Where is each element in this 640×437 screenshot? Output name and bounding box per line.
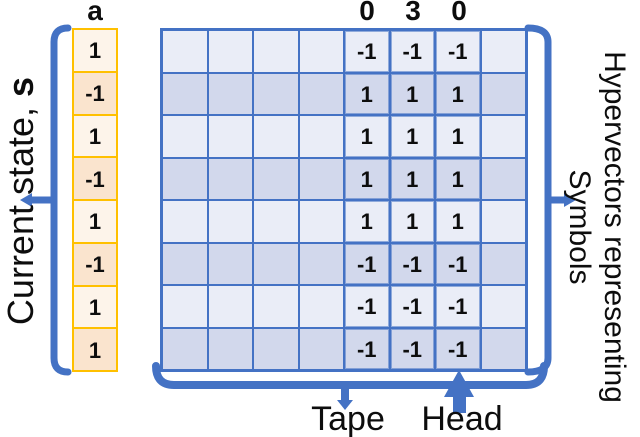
tape-cell-r4-c4 (299, 158, 343, 199)
head-arrow-icon (444, 370, 474, 413)
tape-cell-r6-c7: -1 (436, 243, 480, 284)
tape-cell-r1-c3 (254, 31, 298, 72)
tape-cell-r6-c6: -1 (390, 243, 434, 284)
tape-cell-r2-c3 (254, 73, 298, 114)
tape-cell-r6-c2 (208, 243, 252, 284)
bottom-curly-brace (152, 362, 548, 410)
symbols-label-line-1: Hypervectors representing (598, 51, 631, 403)
state-cell-8: 1 (74, 329, 116, 370)
tape-cell-r1-c4 (299, 31, 343, 72)
state-cell-2: -1 (74, 72, 116, 114)
tape-cell-r2-c8 (481, 73, 525, 114)
tape-cell-r7-c7: -1 (436, 286, 480, 327)
tape-cell-r8-c4 (299, 328, 343, 369)
symbols-label-line-2: Symbols (563, 169, 596, 285)
tape-cell-r7-c8 (481, 286, 525, 327)
tape-cell-r1-c8 (481, 31, 525, 72)
tape-cell-r7-c4 (299, 286, 343, 327)
tape-cell-r6-c1 (163, 243, 207, 284)
tape-cell-r5-c1 (163, 201, 207, 242)
tape-cell-r1-c6: -1 (390, 31, 434, 72)
state-cell-4: -1 (74, 158, 116, 199)
current-state-label: Current state, s (0, 21, 43, 381)
tape-cell-r8-c7: -1 (436, 328, 480, 369)
tape-cell-r8-c2 (208, 328, 252, 369)
tape-cell-r2-c4 (299, 73, 343, 114)
tape-cell-r7-c3 (254, 286, 298, 327)
tape-cell-r5-c7: 1 (436, 201, 480, 242)
tape-cell-r2-c2 (208, 73, 252, 114)
state-cell-3: 1 (74, 115, 116, 157)
state-cell-5: 1 (74, 201, 116, 242)
head-label: Head (421, 400, 503, 437)
tape-cell-r1-c5: -1 (345, 31, 389, 72)
state-cell-7: 1 (74, 286, 116, 328)
tape-symbol-column-label-2: 3 (405, 0, 421, 26)
tape-cell-r1-c1 (163, 31, 207, 72)
tape-cell-r3-c4 (299, 116, 343, 157)
tape-cell-r5-c3 (254, 201, 298, 242)
tape-cell-r7-c1 (163, 286, 207, 327)
tape-cell-r4-c3 (254, 158, 298, 199)
tape-cell-r1-c7: -1 (436, 31, 480, 72)
tape-cell-r7-c5: -1 (345, 286, 389, 327)
tape-cell-r3-c6: 1 (390, 116, 434, 157)
state-vector-title: a (87, 0, 103, 26)
tape-cell-r7-c2 (208, 286, 252, 327)
tape-cell-r1-c2 (208, 31, 252, 72)
tape-cell-r4-c7: 1 (436, 158, 480, 199)
tape-cell-r3-c1 (163, 116, 207, 157)
state-cell-6: -1 (74, 243, 116, 285)
tape-cell-r3-c7: 1 (436, 116, 480, 157)
tape-cell-r4-c1 (163, 158, 207, 199)
symbols-hypervectors-label: Hypervectors representing Symbols (562, 17, 632, 437)
tape-cell-r2-c6: 1 (390, 73, 434, 114)
tape-cell-r6-c4 (299, 243, 343, 284)
tape-cell-r6-c5: -1 (345, 243, 389, 284)
tape-cell-r2-c7: 1 (436, 73, 480, 114)
tape-cell-r8-c6: -1 (390, 328, 434, 369)
tape-cell-r3-c2 (208, 116, 252, 157)
left-curly-brace (20, 24, 72, 376)
tape-cell-r5-c6: 1 (390, 201, 434, 242)
tape-cell-r4-c2 (208, 158, 252, 199)
current-state-label-symbol: s (0, 76, 41, 97)
tape-cell-r6-c8 (481, 243, 525, 284)
tape-cell-r4-c6: 1 (390, 158, 434, 199)
tape-cell-r3-c8 (481, 116, 525, 157)
tape-cell-r7-c6: -1 (390, 286, 434, 327)
tape-cell-r5-c4 (299, 201, 343, 242)
tape-cell-r3-c3 (254, 116, 298, 157)
tape-cell-r8-c3 (254, 328, 298, 369)
tape-cell-r4-c8 (481, 158, 525, 199)
tape-cell-r5-c2 (208, 201, 252, 242)
tape-cell-r8-c8 (481, 328, 525, 369)
tape-cell-r5-c5: 1 (345, 201, 389, 242)
tape-label: Tape (311, 400, 385, 437)
current-state-label-text: Current state, (0, 96, 41, 326)
tape-cell-r4-c5: 1 (345, 158, 389, 199)
tape-cell-r2-c1 (163, 73, 207, 114)
state-cell-1: 1 (74, 30, 116, 71)
tape-cell-r2-c5: 1 (345, 73, 389, 114)
tape-cell-r6-c3 (254, 243, 298, 284)
tape-cell-r8-c1 (163, 328, 207, 369)
tape-cell-r8-c5: -1 (345, 328, 389, 369)
tape-symbol-column-label-1: 0 (359, 0, 375, 26)
tape-symbol-column-label-3: 0 (451, 0, 467, 26)
tape-cell-r5-c8 (481, 201, 525, 242)
right-curly-brace (524, 24, 576, 376)
tape-cell-r3-c5: 1 (345, 116, 389, 157)
